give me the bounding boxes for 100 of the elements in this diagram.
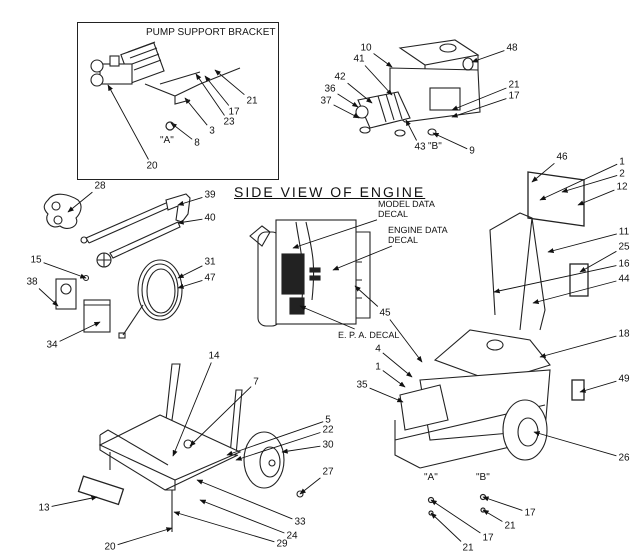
leader-line (432, 132, 468, 150)
leader-line (235, 432, 321, 461)
reference-mark: "B" (428, 141, 442, 152)
leader-line (430, 500, 481, 534)
callout-number: 38 (25, 276, 39, 288)
leader-line (292, 219, 378, 249)
leader-line (539, 164, 618, 200)
leader-line (38, 288, 58, 306)
callout-number: 2 (618, 168, 626, 180)
callout-number: 11 (618, 226, 630, 238)
callout-number: 17 (507, 90, 521, 102)
leader-line (117, 527, 173, 546)
leader-line (177, 218, 203, 225)
callout-number: 33 (293, 516, 307, 528)
callout-number: 41 (352, 54, 366, 64)
leader-line (406, 119, 418, 141)
leader-line (226, 421, 324, 456)
callout-number: 10 (359, 42, 373, 54)
callout-number: 8 (193, 138, 201, 148)
callout-number: 25 (617, 242, 631, 252)
callout-number: 46 (555, 152, 569, 162)
callout-number: 17 (523, 508, 537, 518)
callout-number: 5 (324, 414, 332, 426)
bag-drawing (83, 299, 111, 333)
callout-number: 42 (333, 72, 347, 82)
callout-number: 20 (103, 542, 117, 552)
leader-line (299, 306, 356, 330)
callout-number: 47 (203, 272, 217, 284)
leader-line (170, 122, 193, 140)
leader-line (354, 286, 378, 307)
leader-line (190, 386, 252, 446)
callout-number: 21 (507, 80, 521, 90)
callout-number: 17 (481, 532, 495, 544)
leader-line (177, 265, 203, 278)
callout-number: 31 (203, 256, 217, 268)
callout-number: 20 (145, 160, 159, 172)
callout-number: 27 (321, 466, 335, 478)
view-heading: SIDE VIEW OF ENGINE (234, 184, 426, 200)
spray-wand-drawing (82, 221, 181, 282)
pump-drawing (355, 91, 411, 134)
callout-number: 43 (413, 142, 427, 152)
leader-line (471, 50, 505, 62)
callout-number: 21 (245, 96, 259, 106)
callout-number: 18 (617, 328, 631, 340)
callout-number: 34 (45, 340, 59, 350)
leader-line (108, 84, 149, 160)
leader-line (184, 98, 208, 126)
callout-number: 37 (319, 96, 333, 106)
decal-label: E. P. A. DECAL (338, 330, 400, 340)
callout-number: 23 (222, 116, 236, 128)
leader-line (482, 510, 503, 522)
callout-number: 44 (617, 274, 631, 284)
callout-number: 30 (321, 440, 335, 450)
callout-number: 4 (374, 344, 382, 354)
leader-line (539, 336, 617, 358)
callout-number: 21 (503, 520, 517, 532)
reference-mark: "A" (160, 135, 174, 146)
callout-number: 15 (29, 254, 43, 266)
callout-number: 24 (285, 530, 299, 542)
leader-line (451, 88, 507, 110)
leader-line (204, 76, 230, 106)
washer-drawing (428, 496, 434, 504)
decal-label: ENGINE DATA DECAL (388, 225, 450, 245)
callout-number: 28 (93, 180, 107, 192)
callout-number: 48 (505, 42, 519, 54)
decal-drawing (571, 379, 585, 401)
leader-line (451, 98, 507, 118)
leader-line (532, 280, 617, 304)
leader-line (579, 380, 617, 393)
inset-frame (77, 22, 279, 180)
leader-line (68, 192, 93, 212)
callout-number: 1 (374, 362, 382, 372)
leader-line (364, 65, 392, 96)
plate-drawing (78, 475, 124, 506)
leader-line (389, 319, 422, 362)
callout-number: 9 (468, 146, 476, 156)
decal-label: MODEL DATA DECAL (378, 199, 440, 219)
callout-number: 14 (207, 350, 221, 362)
callout-number: 35 (355, 380, 369, 390)
callout-number: 16 (617, 258, 631, 270)
reference-mark: "A" (424, 472, 438, 483)
leader-line (337, 93, 359, 108)
leader-line (214, 70, 245, 96)
inset-heading: PUMP SUPPORT BRACKET (146, 27, 276, 38)
bolt-drawing (480, 507, 486, 513)
callout-number: 29 (275, 538, 289, 550)
callout-number: 22 (321, 424, 335, 436)
leader-line (332, 246, 392, 270)
leader-line (59, 322, 101, 342)
spray-gun-drawing (80, 193, 191, 244)
callout-number: 13 (37, 502, 51, 514)
callout-number: 36 (323, 84, 337, 94)
decal-drawing (569, 263, 589, 297)
nozzle-holder-drawing (44, 194, 82, 229)
leader-line (51, 496, 98, 507)
washer-drawing (480, 494, 486, 500)
leader-line (172, 362, 212, 457)
callout-number: 12 (615, 182, 629, 192)
leader-line (577, 190, 615, 206)
leader-line (561, 174, 618, 193)
